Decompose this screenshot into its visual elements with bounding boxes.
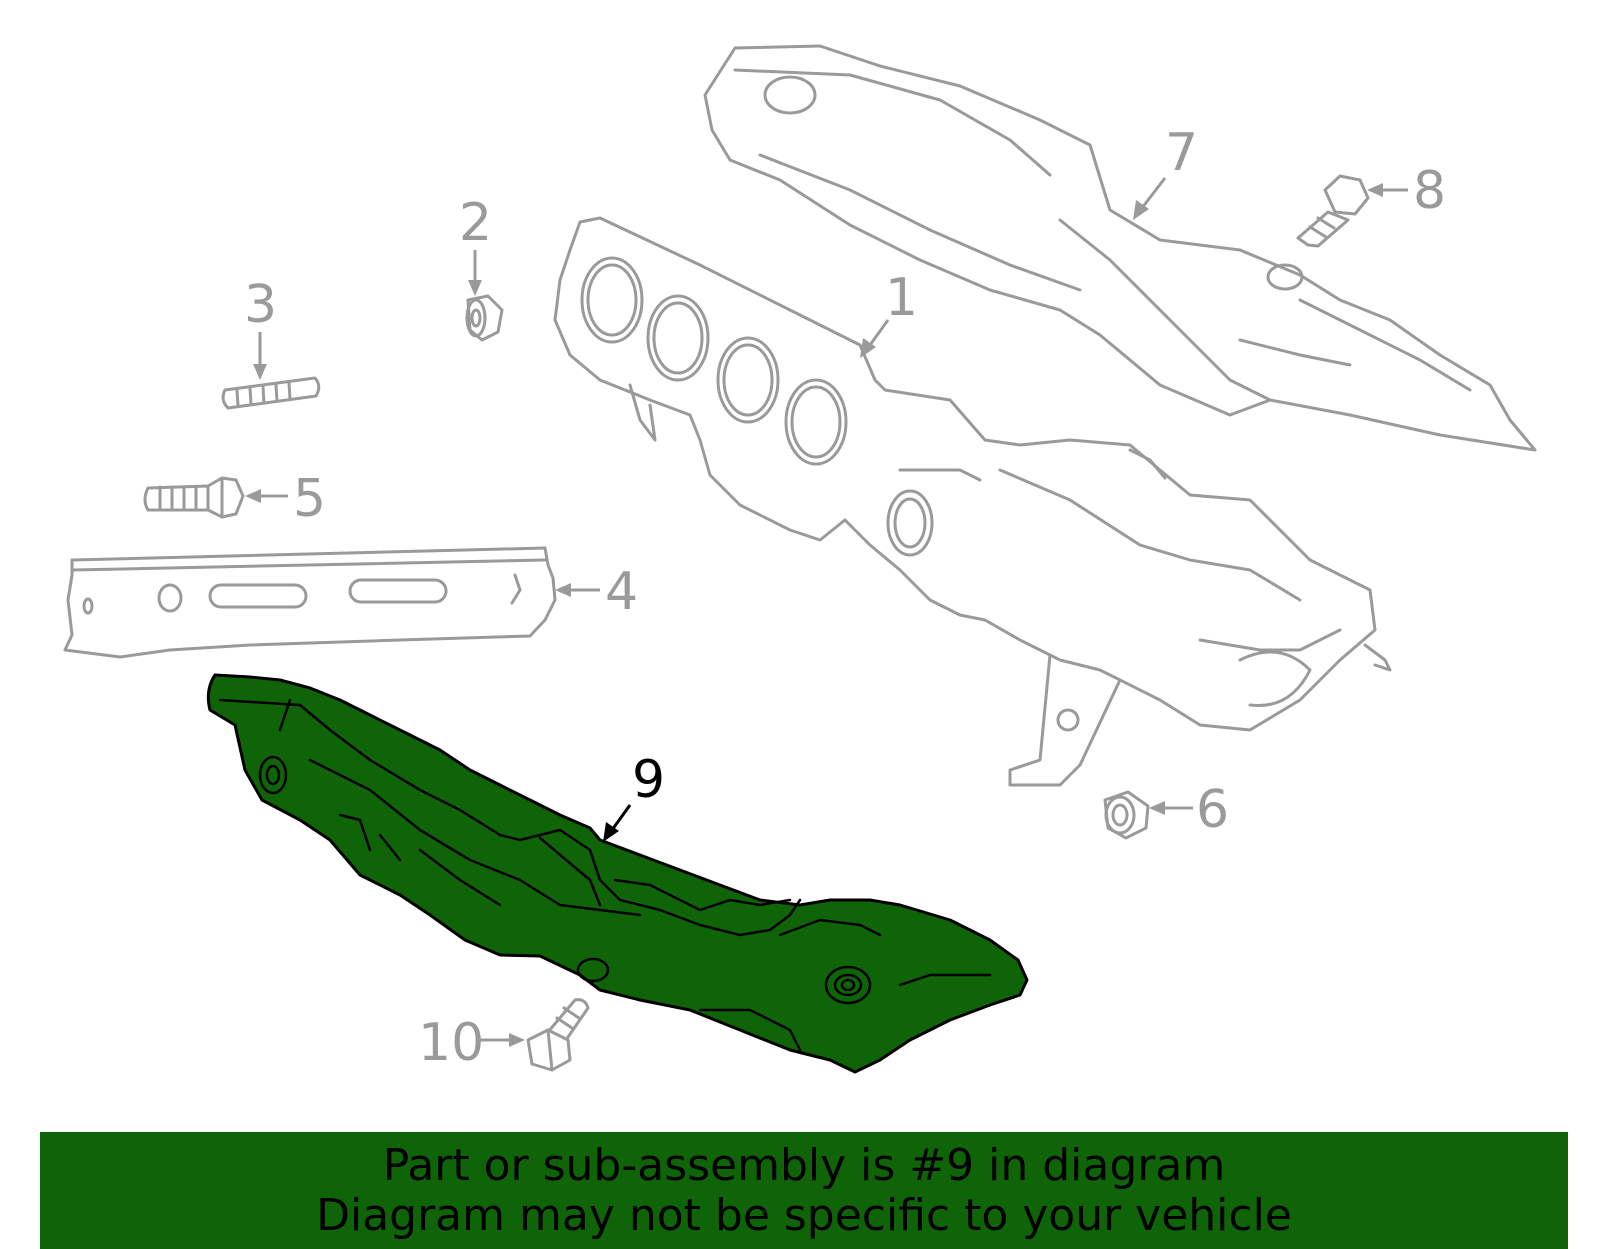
callout-6: 6 xyxy=(1196,780,1229,840)
callout-3: 3 xyxy=(244,275,277,335)
part-3-stud xyxy=(221,376,321,410)
callout-10: 10 xyxy=(418,1013,484,1073)
part-5-bolt xyxy=(143,476,245,519)
info-banner: Part or sub-assembly is #9 in diagram Di… xyxy=(40,1132,1568,1249)
part-7-upper-heat-shield xyxy=(703,44,1537,452)
leader-7 xyxy=(1133,177,1167,220)
part-6-flange-nut xyxy=(1103,790,1150,840)
banner-line-2: Diagram may not be specific to your vehi… xyxy=(316,1189,1292,1241)
callout-2: 2 xyxy=(459,193,492,253)
leader-4 xyxy=(555,583,600,597)
callout-labels: 1 2 3 4 5 6 7 8 9 10 xyxy=(244,123,1446,1073)
part-4-bracket xyxy=(63,546,557,659)
banner-line-1: Part or sub-assembly is #9 in diagram xyxy=(382,1139,1226,1191)
callout-4: 4 xyxy=(605,562,638,622)
callout-8: 8 xyxy=(1413,161,1446,221)
callout-5: 5 xyxy=(293,469,326,529)
leader-2 xyxy=(468,250,482,296)
leader-3 xyxy=(253,332,267,380)
leader-1 xyxy=(860,319,890,358)
callout-7: 7 xyxy=(1165,123,1198,183)
leader-5 xyxy=(245,489,288,503)
leader-10 xyxy=(480,1033,525,1047)
part-10-bolt xyxy=(526,998,590,1072)
leader-9 xyxy=(603,804,632,842)
callout-1: 1 xyxy=(885,268,918,328)
part-8-bolt xyxy=(1296,174,1370,248)
part-2-nut xyxy=(465,294,504,342)
leader-arrows xyxy=(245,177,1408,1047)
part-9-lower-heat-shield xyxy=(206,673,1029,1074)
part-1-exhaust-manifold xyxy=(553,216,1392,787)
leader-6 xyxy=(1149,801,1193,815)
callout-9: 9 xyxy=(632,750,665,810)
leader-8 xyxy=(1367,183,1408,197)
